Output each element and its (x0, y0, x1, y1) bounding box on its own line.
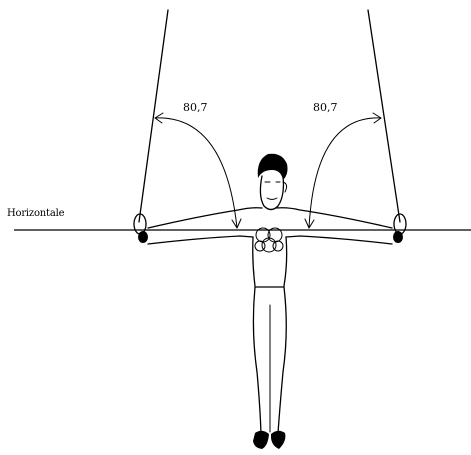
chest-emblem (254, 227, 284, 253)
gymnast-figure (147, 153, 393, 449)
horizontal-label: Horizontale (7, 208, 65, 219)
angle-label-right: 80,7 (313, 101, 338, 114)
angle-label-left: 80,7 (183, 101, 208, 114)
right-ring-cable (367, 9, 401, 223)
right-hand (393, 231, 403, 243)
gymnast-head (257, 153, 288, 211)
left-ring-cable (138, 9, 169, 223)
left-angle-arc (154, 112, 242, 229)
left-hand (138, 231, 148, 243)
right-angle-arc (304, 112, 382, 229)
right-ring (393, 213, 407, 235)
